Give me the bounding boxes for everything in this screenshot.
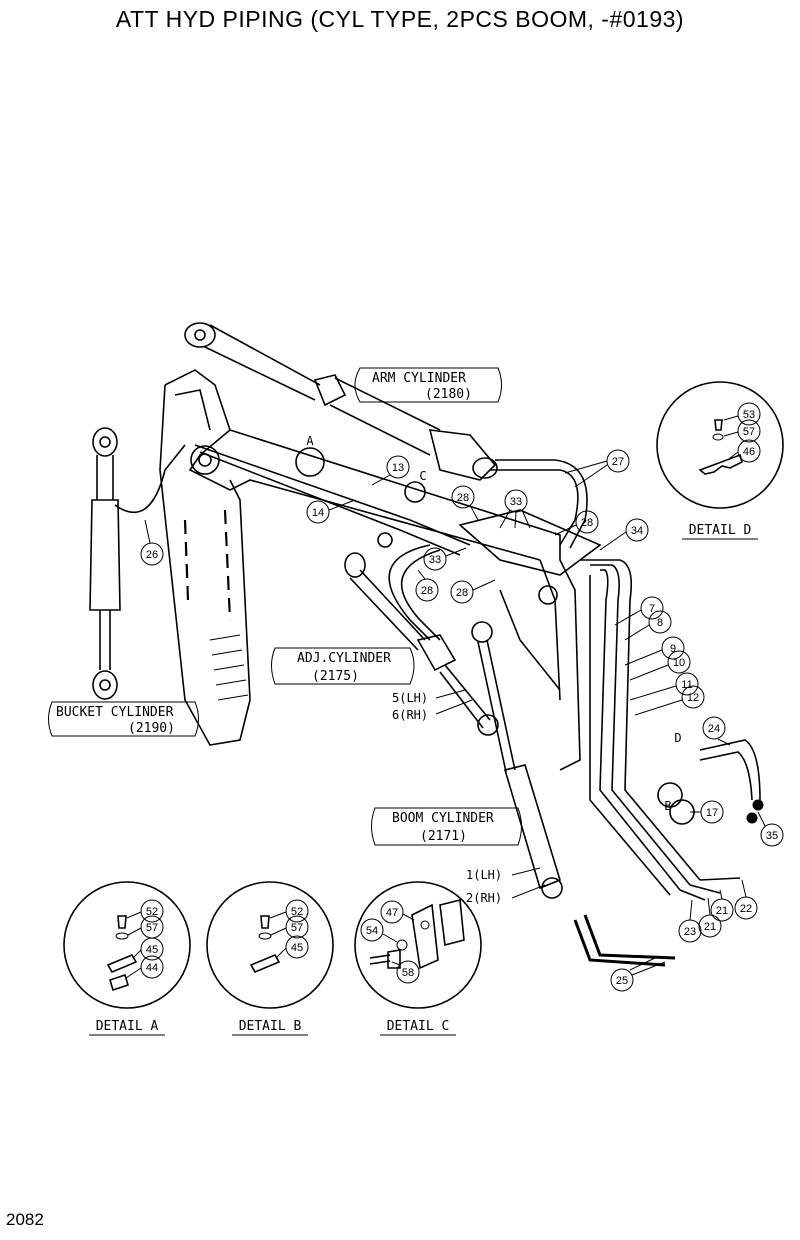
boom-cylinder-callout: BOOM CYLINDER (2171) 1(LH) 2(RH) [371,807,546,905]
page-title: ATT HYD PIPING (CYL TYPE, 2PCS BOOM, -#0… [115,6,685,32]
detail-d-label: DETAIL D [689,523,752,538]
part-35: 35 [766,830,778,842]
part-33-a: 33 [510,496,522,508]
hydraulic-lines [194,444,761,967]
part-balloons: 27 13 14 26 28 33 28 34 33 28 28 7 8 9 1… [140,449,784,992]
part-25: 25 [616,975,628,987]
detail-d: 53 57 46 DETAIL D [656,381,784,540]
part-28-d: 28 [456,587,468,599]
bucket-cylinder-callout: BUCKET CYLINDER (2190) [48,701,199,737]
marker-d: D [674,731,681,745]
marker-c: C [419,469,426,483]
part-23: 23 [684,926,696,938]
detail-a-part-1: 52 [146,906,158,918]
part-21-a: 21 [716,905,728,917]
detail-b-part-2: 57 [291,922,303,934]
adj-cylinder-name: ADJ.CYLINDER [297,651,391,666]
part-22: 22 [740,903,752,915]
boom-cylinder-code: (2171) [420,829,467,844]
detail-c-part-2: 54 [366,925,378,937]
part-12: 12 [687,692,699,704]
part-17: 17 [706,807,718,819]
detail-b-part-1: 52 [291,906,303,918]
boom-structure [159,369,581,771]
part-24: 24 [708,723,720,735]
page-number: 2082 [6,1210,44,1229]
part-9: 9 [670,643,676,655]
detail-a-part-4: 44 [146,962,158,974]
part-14: 14 [312,507,324,519]
part-27: 27 [612,456,624,468]
part-28-a: 28 [457,492,469,504]
detail-a-part-3: 45 [146,944,158,956]
detail-b-label: DETAIL B [239,1019,302,1034]
part-13: 13 [392,462,404,474]
detail-b-part-3: 45 [291,942,303,954]
detail-d-part-3: 46 [743,446,755,458]
arm-cylinder-name: ARM CYLINDER [372,371,466,386]
marker-b: B [664,799,671,813]
bucket-cylinder [89,427,186,700]
arm-cylinder [184,322,498,481]
boom-cylinder-name: BOOM CYLINDER [392,811,494,826]
adj-cylinder-code: (2175) [312,669,359,684]
boom-cylinder [471,621,563,899]
part-26: 26 [146,549,158,561]
part-10: 10 [673,657,685,669]
part-7: 7 [649,603,655,615]
part-21-b: 21 [704,921,716,933]
bucket-cylinder-code: (2190) [128,721,175,736]
boom-cylinder-lh: 1(LH) [466,868,502,882]
detail-c-part-1: 47 [386,907,398,919]
detail-c-part-3: 58 [402,967,414,979]
adj-cylinder-rh: 6(RH) [392,708,428,722]
marker-a: A [306,434,314,448]
part-33-b: 33 [429,554,441,566]
detail-markers: A B C D [295,434,682,813]
detail-a-label: DETAIL A [96,1019,159,1034]
detail-c: 47 54 58 DETAIL C [354,881,482,1036]
boom-cylinder-rh: 2(RH) [466,891,502,905]
part-34: 34 [631,525,643,537]
part-11: 11 [681,679,692,691]
adj-cylinder-callout: ADJ.CYLINDER (2175) 5(LH) 6(RH) [271,647,473,722]
bucket-cylinder-name: BUCKET CYLINDER [56,705,174,720]
detail-d-part-2: 57 [743,426,755,438]
detail-c-label: DETAIL C [387,1019,450,1034]
part-28-c: 28 [421,585,433,597]
detail-b: 52 57 45 DETAIL B [206,881,334,1036]
arm-cylinder-code: (2180) [425,387,472,402]
detail-a-part-2: 57 [146,922,158,934]
detail-d-part-1: 53 [743,409,755,421]
adj-cylinder [344,552,499,736]
part-8: 8 [657,617,663,629]
detail-a: 52 57 45 44 DETAIL A [63,881,191,1036]
arm-cylinder-callout: ARM CYLINDER (2180) [354,367,502,403]
adj-cylinder-lh: 5(LH) [392,691,428,705]
part-28-b: 28 [581,517,593,529]
